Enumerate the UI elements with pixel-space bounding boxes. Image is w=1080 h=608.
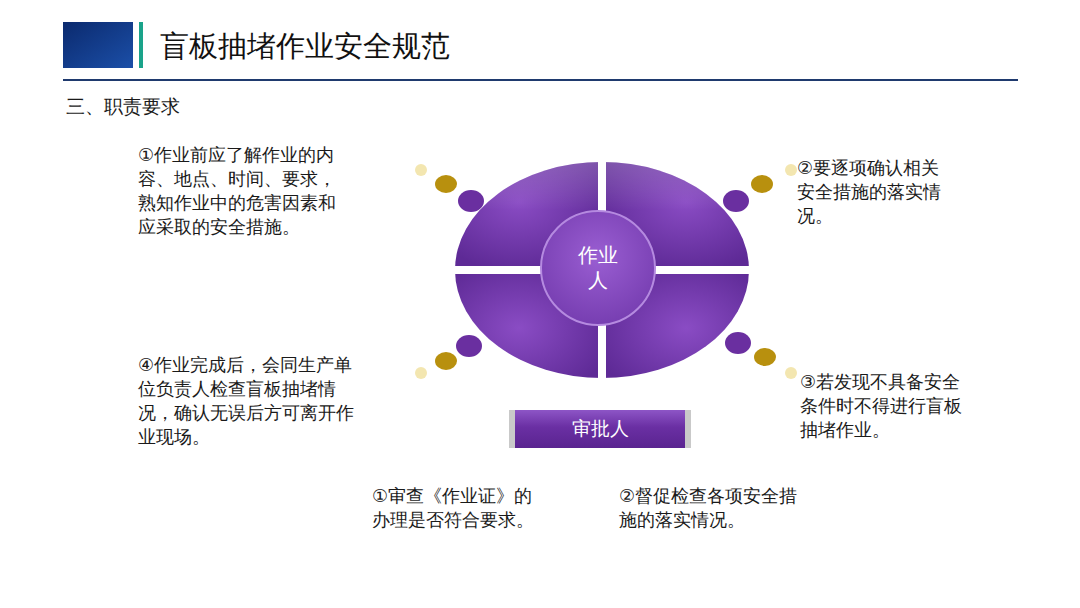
role-name: 作业人 [576, 243, 620, 293]
duty-text: ③若发现不具备安全条件时不得进行盲板抽堵作业。 [800, 370, 968, 442]
duty-text: ④作业完成后，会同生产单位负责人检查盲板抽堵情况，确认无误后方可离开作业现场。 [138, 353, 360, 449]
section-heading: 三、职责要求 [66, 94, 266, 119]
duty-text: ①作业前应了解作业的内容、地点、时间、要求，熟知作业中的危害因素和应采取的安全措… [138, 143, 342, 239]
duty-text: ①审查《作业证》的办理是否符合要求。 [372, 484, 540, 532]
header-rule [63, 79, 1018, 81]
header-accent [139, 22, 143, 68]
role-box: 审批人 [515, 410, 685, 448]
quadrant-disc [440, 150, 770, 394]
duty-text: ②督促检查各项安全措施的落实情况。 [619, 484, 805, 532]
role-name: 审批人 [572, 417, 629, 441]
header-block [63, 22, 133, 68]
page-title: 盲板抽堵作业安全规范 [160, 26, 450, 66]
duty-text: ②要逐项确认相关安全措施的落实情况。 [797, 156, 947, 228]
decor-dots [415, 164, 797, 379]
role-circle: 作业人 [540, 210, 656, 326]
